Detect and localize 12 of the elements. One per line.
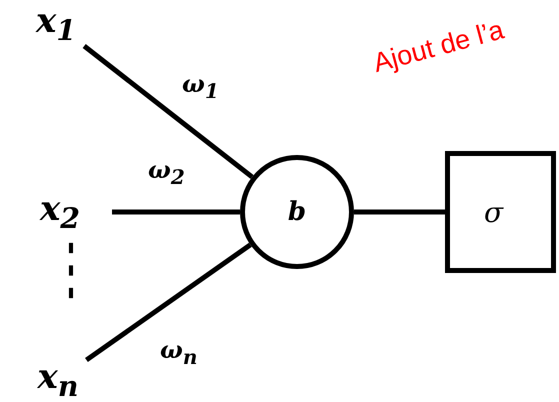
symbol: σ — [484, 196, 504, 228]
input-variable: x$_{2}$ — [40, 189, 80, 235]
annotation-text: Ajout de l’a — [370, 14, 508, 79]
connector-line — [354, 210, 445, 214]
ellipsis: ⋮ — [56, 238, 86, 304]
connector-line — [82, 44, 254, 179]
connector-line — [112, 210, 240, 214]
connector-line — [85, 242, 252, 362]
activation-box — [445, 151, 556, 273]
symbol: b — [288, 197, 306, 227]
input-variable: x$_{1}$ — [36, 1, 76, 47]
input-variable: x$_{n}$ — [38, 357, 78, 402]
